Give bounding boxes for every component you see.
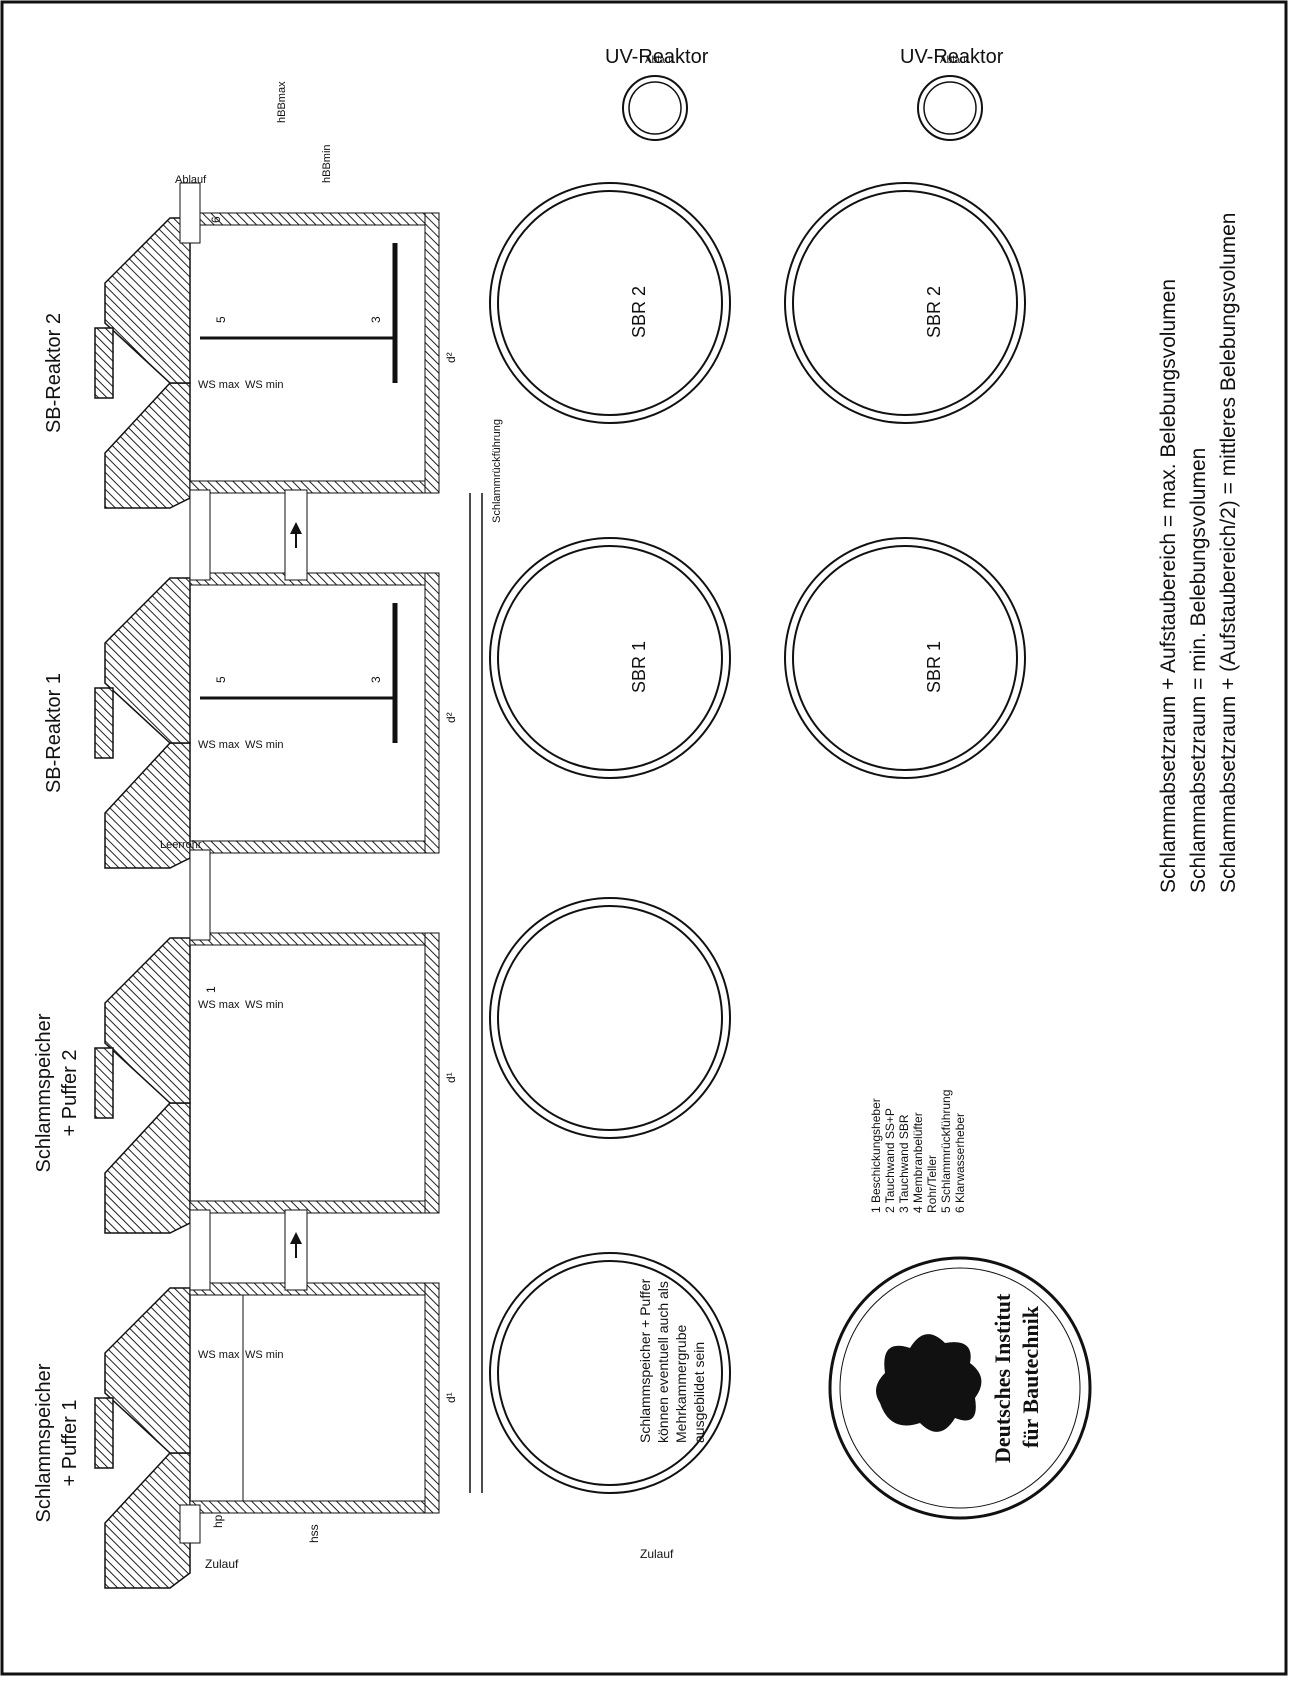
tank-2 <box>94 932 440 1234</box>
ws-min-1: WS min <box>245 1349 284 1361</box>
ws-min-3: WS min <box>245 739 284 751</box>
ws-max-2: WS max <box>198 999 240 1011</box>
uv-title-2: UV-Reaktor <box>900 46 1004 68</box>
tank-1 <box>94 1282 440 1589</box>
stamp-line-2: für Bautechnik <box>1018 1305 1043 1448</box>
ws-max-3: WS max <box>198 739 240 751</box>
number-3a: 3 <box>369 676 383 683</box>
sbr2-label-b: SBR 2 <box>924 286 944 338</box>
plan-view: UV-Reaktor UV-Reaktor Ablauf Ablauf SBR … <box>489 46 1026 1561</box>
bear-emblem <box>876 1334 982 1432</box>
zulauf-label: Zulauf <box>205 1557 239 1571</box>
sludge-return-pipe: Schlammrückführung <box>469 419 503 1493</box>
hss-label: hss <box>307 1524 321 1543</box>
ws-max-4: WS max <box>198 379 240 391</box>
legend-item-6: 5 Schlammrückführung <box>939 1090 953 1213</box>
transfer-pipes <box>189 489 308 1291</box>
legend-item-1: 1 Beschickungsheber <box>869 1098 883 1213</box>
stage-title-1b: + Puffer 1 <box>59 1400 81 1487</box>
sbr2-label-a: SBR 2 <box>629 286 649 338</box>
number-5b: 5 <box>214 316 228 323</box>
note-line-2: können eventuell auch als <box>655 1281 671 1443</box>
hbbmin-label: hBBmin <box>321 144 333 183</box>
number-5a: 5 <box>214 676 228 683</box>
sbr1-label-b: SBR 1 <box>924 641 944 693</box>
uv-ablauf-1: Ablauf <box>645 55 674 66</box>
inlet-pipe <box>179 1504 201 1544</box>
ws-min-2: WS min <box>245 999 284 1011</box>
formula-line-1: Schlammabsetzraum + Aufstaubereich = max… <box>1157 279 1180 893</box>
uv-ablauf-2: Ablauf <box>940 55 969 66</box>
note-line-3: Mehrkammergrube <box>673 1325 689 1443</box>
d1-label-1: d¹ <box>444 1392 458 1403</box>
d2-label-1: d² <box>444 712 458 723</box>
stage-title-1a: Schlammspeicher <box>33 1363 55 1522</box>
stage-title-2a: Schlammspeicher <box>33 1013 55 1172</box>
hp-label: hp <box>211 1514 225 1528</box>
legend-item-3: 3 Tauchwand SBR <box>897 1114 911 1213</box>
legend-item-2: 2 Tauchwand SS+P <box>883 1108 897 1213</box>
section-view: Schlammspeicher + Puffer 1 Schlammspeich… <box>33 81 458 1589</box>
ws-min-4: WS min <box>245 379 284 391</box>
ws-max-1: WS max <box>198 1349 240 1361</box>
hbbmax-label: hBBmax <box>276 81 288 123</box>
tank-4 <box>94 212 440 509</box>
stamp-number: 3 <box>964 1386 979 1393</box>
d1-label-2: d¹ <box>444 1072 458 1083</box>
note-line-4: ausgebildet sein <box>691 1342 707 1443</box>
stage-title-3: SB-Reaktor 1 <box>43 673 65 793</box>
legend-item-5: Rohr/Teller <box>925 1155 939 1213</box>
sludge-return-label: Schlammrückführung <box>491 419 503 523</box>
tank-3 <box>94 572 440 869</box>
note-block: Schlammspeicher + Puffer können eventuel… <box>637 1278 707 1443</box>
stage-title-2b: + Puffer 2 <box>59 1050 81 1137</box>
formula-line-3: Schlammabsetzraum + (Aufstaubereich/2) =… <box>1217 213 1240 894</box>
legend: 1 Beschickungsheber 2 Tauchwand SS+P 3 T… <box>869 1090 967 1213</box>
formula-block: Schlammabsetzraum + Aufstaubereich = max… <box>1157 213 1240 894</box>
outlet-pipe <box>179 182 201 244</box>
legend-item-4: 4 Membranbelüfter <box>911 1112 925 1213</box>
sbr1-label-a: SBR 1 <box>629 641 649 693</box>
number-6a: 6 <box>209 216 223 223</box>
number-3b: 3 <box>369 316 383 323</box>
ablauf-label: Ablauf <box>175 174 207 186</box>
d2-label-2: d² <box>444 352 458 363</box>
number-1: 1 <box>204 986 218 993</box>
uv-title-1: UV-Reaktor <box>605 46 709 68</box>
legend-item-7: 6 Klarwasserheber <box>953 1113 967 1213</box>
water-level-markers: WS max WS min WS max WS min WS max WS mi… <box>198 379 284 1361</box>
zulauf-plan-label: Zulauf <box>640 1547 674 1561</box>
landscape-drawing: Schlammspeicher + Puffer 1 Schlammspeich… <box>33 46 1240 1589</box>
institute-stamp: Deutsches Institut für Bautechnik 3 <box>828 1256 1092 1520</box>
formula-line-2: Schlammabsetzraum = min. Belebungsvolume… <box>1187 448 1210 893</box>
stamp-line-1: Deutsches Institut <box>990 1293 1015 1463</box>
note-line-1: Schlammspeicher + Puffer <box>637 1278 653 1443</box>
stage-title-4: SB-Reaktor 2 <box>43 313 65 433</box>
leerrohr-label: Leerrohr <box>160 839 202 851</box>
